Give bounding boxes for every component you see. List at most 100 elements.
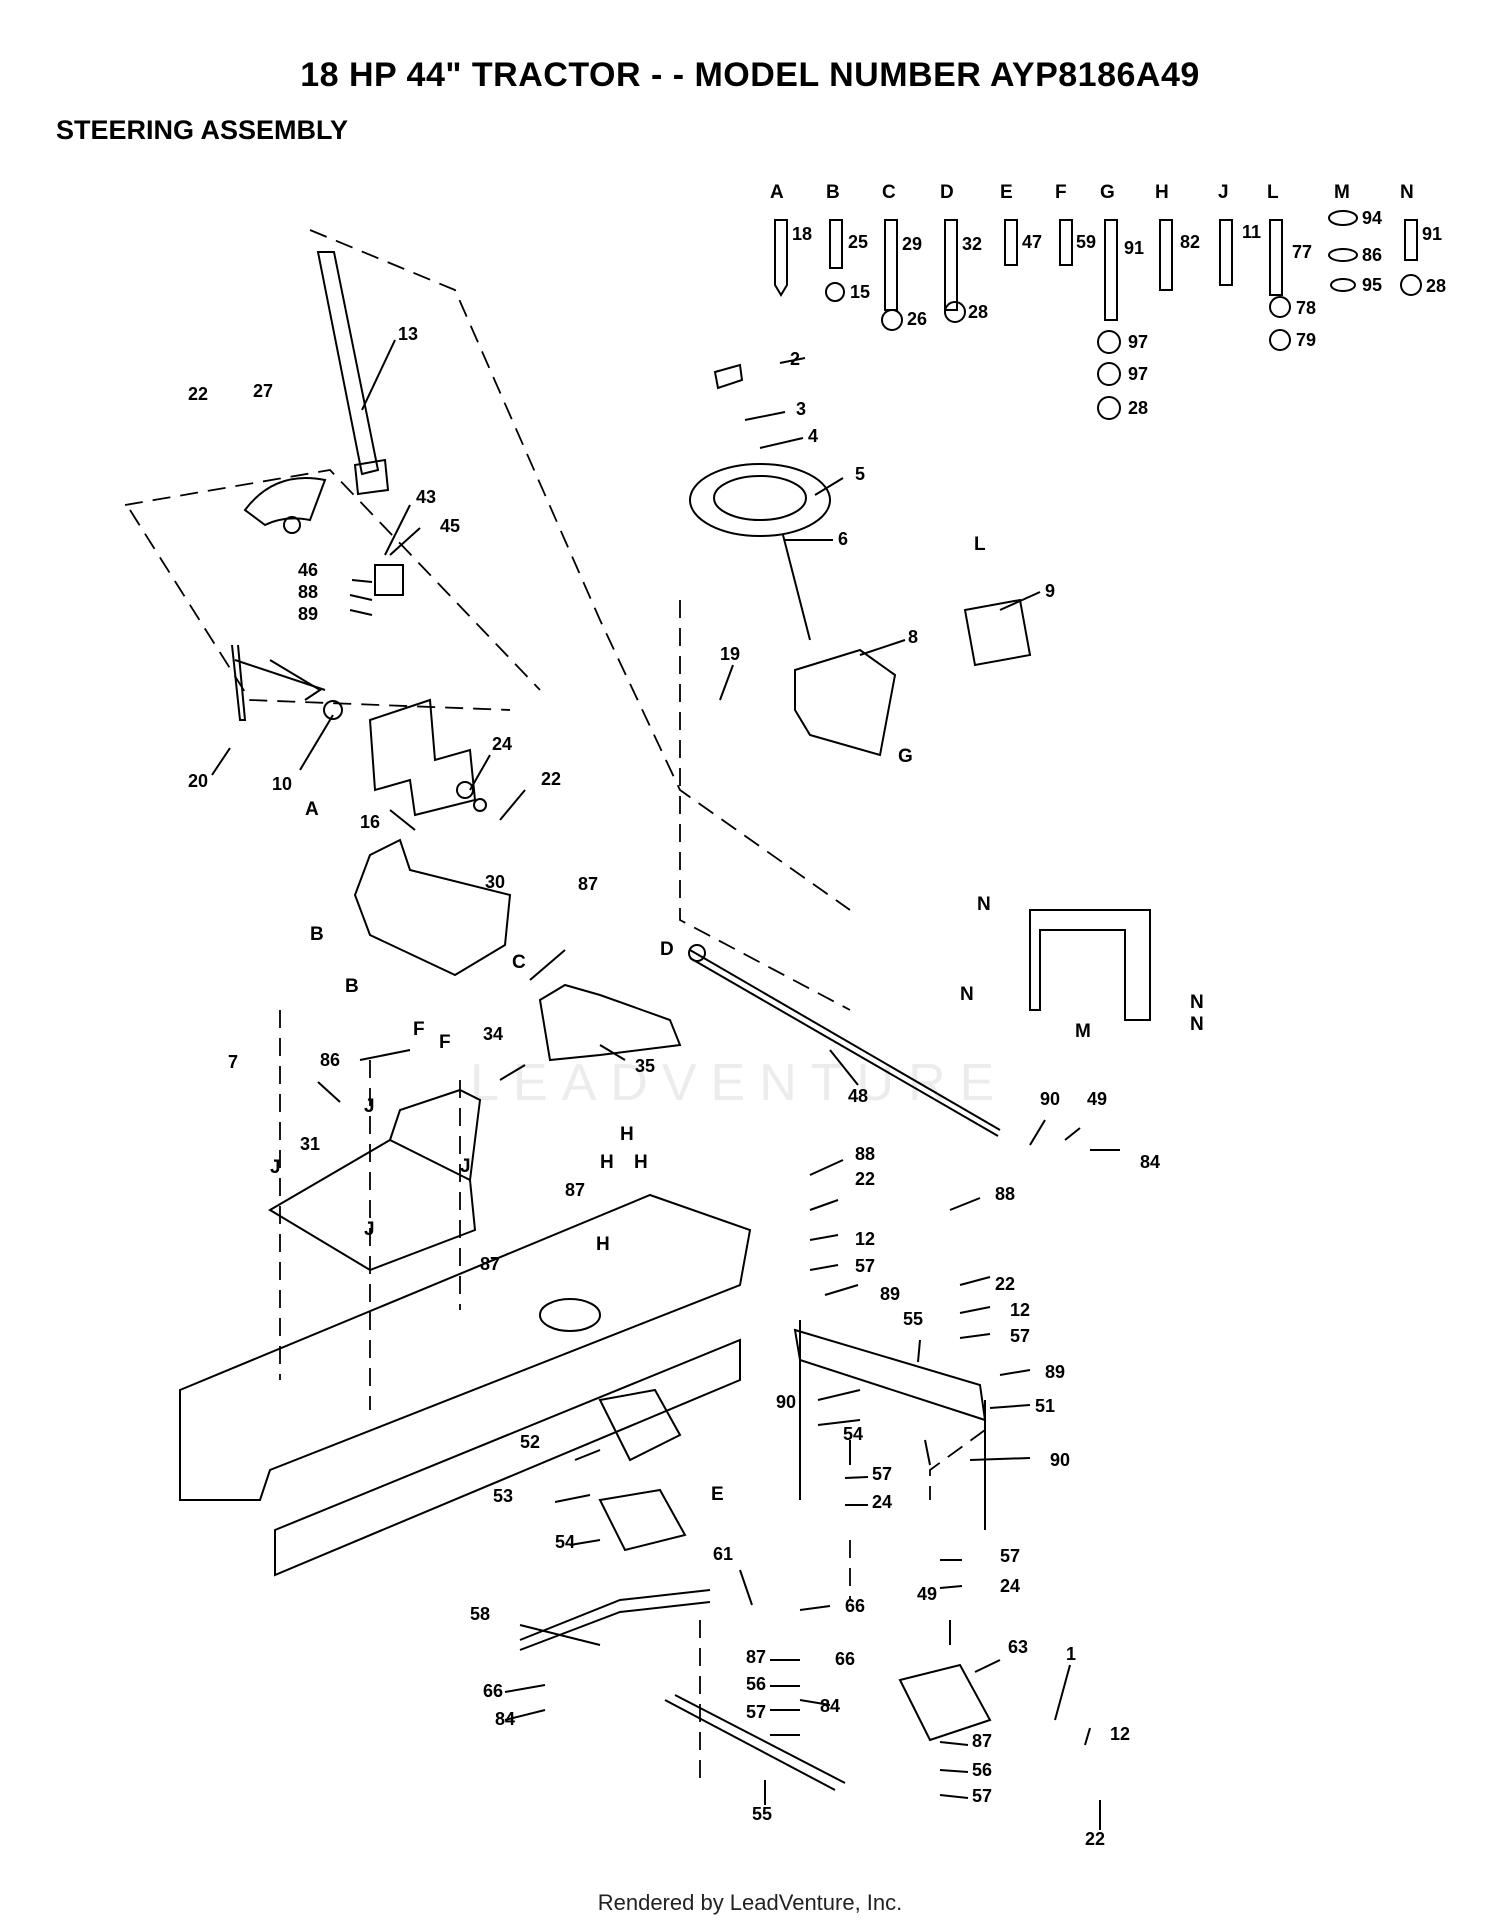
callout-84-right: 87 [972,1731,992,1751]
callout-21-low: 24 [1000,1576,1020,1596]
loc-letter-d: D [660,939,674,960]
callout-56-c: 66 [483,1681,503,1701]
hw-letter-g: G [1100,182,1115,203]
hw-letter-d: D [940,182,954,203]
loc-letter-f1: F [413,1019,425,1040]
callout-54-d: 57 [1000,1546,1020,1566]
hardware-key: A 18 B 25 15 C 29 26 D 32 28 E 47 F 59 G… [770,182,1446,418]
loc-letter-m: M [1075,1021,1091,1042]
footer-credit: Rendered by LeadVenture, Inc. [597,1890,903,1915]
hw-part-l-79: 79 [1296,330,1316,350]
leader-lines [211,339,1120,1830]
diagram-art [124,229,1151,1791]
callout-21-mid: 24 [872,1492,892,1512]
callout-52-right: 56 [972,1760,992,1780]
loc-letter-n3: N [1190,992,1204,1013]
callout-33: 43 [416,487,436,507]
callout-12-low: 12 [1110,1724,1130,1744]
loc-letter-f2: F [439,1032,451,1053]
callout-16: 16 [360,812,380,832]
callout-36: 48 [848,1086,868,1106]
callout-20-low: 22 [1085,1829,1105,1849]
callout-20-top: 22 [188,384,208,404]
loc-letter-l: L [974,534,986,555]
hw-part-b-25: 25 [848,232,868,252]
hw-part-b-15: 15 [850,282,870,302]
hw-part-f-59: 59 [1076,232,1096,252]
callout-5: 5 [855,464,865,484]
loc-letter-j2: J [270,1157,281,1178]
callout-55: 58 [470,1604,490,1624]
callout-40: 51 [1035,1396,1055,1416]
hw-part-g-97b: 97 [1128,364,1148,384]
callout-63-left: 88 [855,1144,875,1164]
callout-49: 63 [1008,1637,1028,1657]
hw-part-n-28: 28 [1426,276,1446,296]
callout-80-right: 90 [1050,1450,1070,1470]
callout-7: 7 [228,1052,238,1072]
hw-letter-j: J [1218,182,1229,203]
callout-54-c: 57 [872,1464,892,1484]
callout-3: 3 [796,399,806,419]
callout-10: 10 [272,774,292,794]
hw-part-c-29: 29 [902,234,922,254]
loc-letter-n4: N [1190,1014,1204,1035]
hw-part-h-82: 82 [1180,232,1200,252]
callout-12-left: 12 [855,1229,875,1249]
loc-letter-b2: B [345,976,359,997]
hw-part-c-26: 26 [907,309,927,329]
hw-letter-b: B [826,182,840,203]
hw-part-l-77: 77 [1292,242,1312,262]
callout-35: 46 [298,560,318,580]
hw-part-g-28: 28 [1128,398,1148,418]
callout-42: 53 [493,1486,513,1506]
loc-letter-n1: N [977,894,991,915]
callout-51: 55 [752,1804,772,1824]
loc-letter-a: A [305,799,319,820]
loc-letter-e: E [711,1484,724,1505]
callout-80-left: 90 [776,1392,796,1412]
loc-letter-j1: J [364,1096,375,1117]
callout-53-right: 57 [972,1786,992,1806]
loc-letter-h2: H [600,1152,614,1173]
loc-letter-c: C [512,952,526,973]
callout-12-right: 12 [1010,1300,1030,1320]
diagram-title: 18 HP 44" TRACTOR - - MODEL NUMBER AYP81… [300,56,1200,94]
callout-45: 54 [843,1424,863,1444]
hw-letter-h: H [1155,182,1169,203]
callout-19: 20 [188,771,208,791]
hw-part-m-95: 95 [1362,275,1382,295]
callout-61-mid: 87 [565,1180,585,1200]
callout-46: 55 [903,1309,923,1329]
callout-20-axle-right: 22 [995,1274,1015,1294]
hardware-key-art [774,210,1422,420]
location-letters: A B B C D E F F G H H H H J J J J L M N … [270,534,1204,1505]
callout-9: 9 [1045,581,1055,601]
callout-43: 54 [555,1532,575,1552]
hw-part-m-86: 86 [1362,245,1382,265]
callout-34: 45 [440,516,460,536]
callout-63-right: 88 [995,1184,1015,1204]
callout-24: 30 [485,872,505,892]
callout-66-b: 89 [1045,1362,1065,1382]
section-title: STEERING ASSEMBLY [56,115,349,145]
callout-61-top: 87 [578,874,598,894]
hw-letter-l: L [1267,182,1279,203]
hw-part-j-11: 11 [1242,222,1261,242]
callout-20-mid: 22 [541,769,561,789]
callout-53-left: 57 [746,1702,766,1722]
callout-38: 49 [1087,1089,1107,1109]
hw-part-e-47: 47 [1022,232,1042,252]
loc-letter-g: G [898,746,913,767]
callout-41: 52 [520,1432,540,1452]
callout-54-b: 57 [1010,1326,1030,1346]
part-callouts: 2 3 4 5 6 8 9 19 13 22 27 43 45 46 88 89… [188,324,1160,1849]
callout-13: 13 [398,324,418,344]
hw-letter-c: C [882,182,896,203]
callout-57-mid: 84 [820,1696,840,1716]
callout-31: 35 [635,1056,655,1076]
callout-39: 49 [917,1584,937,1604]
callout-4: 4 [808,426,818,446]
watermark: LEADVENTURE [470,1054,1008,1112]
